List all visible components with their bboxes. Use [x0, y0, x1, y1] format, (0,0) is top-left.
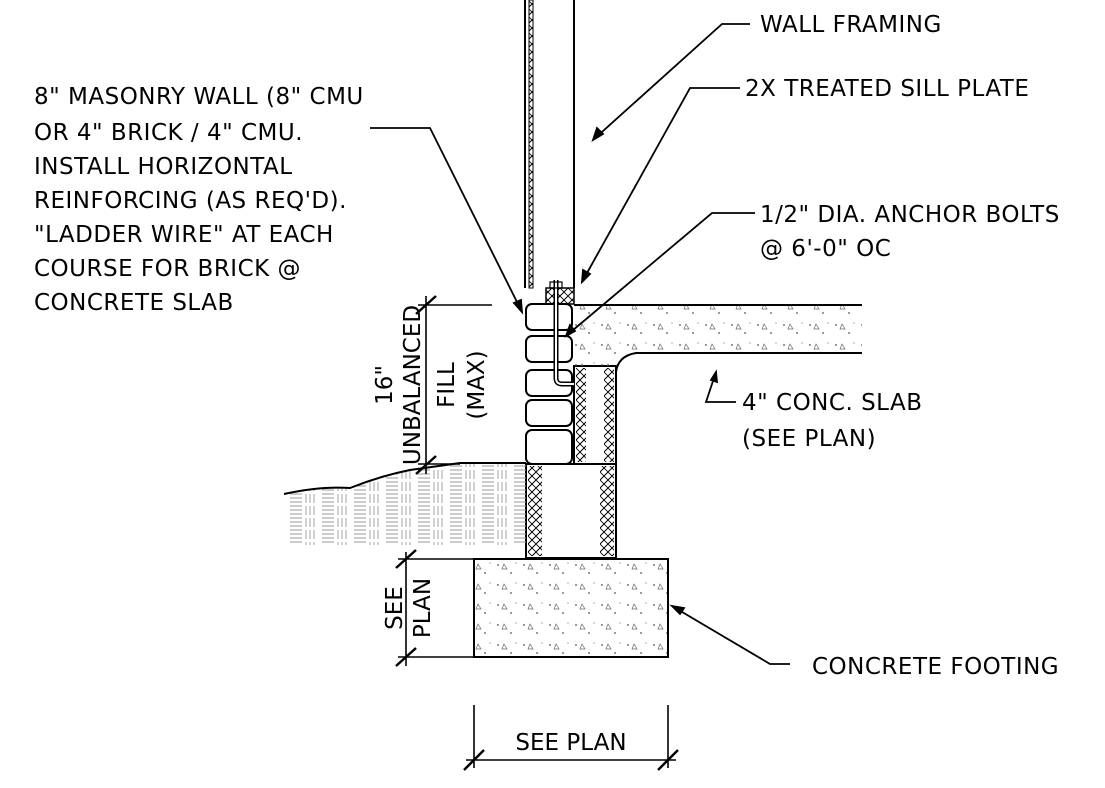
masonry-line-3: INSTALL HORIZONTAL	[34, 154, 293, 180]
slab-line-1: 4" CONC. SLAB	[742, 390, 923, 416]
slab-line-2: (SEE PLAN)	[742, 426, 876, 452]
sill-plate	[545, 287, 575, 305]
dim-depth-see: SEE	[382, 586, 408, 630]
wall-framing	[524, 0, 575, 289]
masonry-line-1: 8" MASONRY WALL (8" CMU	[34, 84, 364, 110]
masonry-line-4: REINFORCING (AS REQ'D).	[34, 188, 347, 214]
dim-footing-width: SEE PLAN	[515, 730, 626, 756]
dim-depth-plan: PLAN	[410, 578, 436, 638]
anchor-line-1: 1/2" DIA. ANCHOR BOLTS	[760, 202, 1060, 228]
dim-fill-fill: FILL	[434, 362, 460, 408]
label-masonry-wall: 8" MASONRY WALL (8" CMU OR 4" BRICK / 4"…	[34, 84, 364, 316]
concrete-slab	[574, 304, 862, 373]
label-sill-plate: 2X TREATED SILL PLATE	[745, 76, 1029, 102]
masonry-line-6: COURSE FOR BRICK @	[34, 256, 301, 282]
concrete-footing	[473, 558, 669, 658]
label-conc-slab: 4" CONC. SLAB (SEE PLAN)	[742, 390, 923, 452]
dimension-lines	[395, 295, 679, 771]
dim-fill-16: 16"	[372, 365, 398, 405]
dim-fill-unbalanced: UNBALANCED	[400, 305, 426, 465]
label-anchor-bolts: 1/2" DIA. ANCHOR BOLTS @ 6'-0" OC	[760, 202, 1060, 262]
dim-fill-fill-wrap: FILL	[434, 362, 460, 408]
grade-earth	[283, 462, 526, 545]
masonry-line-5: "LADDER WIRE" AT EACH	[34, 222, 334, 248]
masonry-line-2: OR 4" BRICK / 4" CMU.	[34, 120, 303, 146]
dim-fill-max-wrap: (MAX)	[464, 350, 490, 419]
label-wall-framing: WALL FRAMING	[760, 12, 942, 38]
dim-fill-text: 16"	[372, 365, 398, 405]
masonry-line-7: CONCRETE SLAB	[34, 290, 234, 316]
anchor-bolt	[549, 280, 574, 387]
dim-depth-see-wrap: SEE	[382, 586, 408, 630]
dim-fill-max: (MAX)	[464, 350, 490, 419]
label-concrete-footing: CONCRETE FOOTING	[812, 654, 1059, 680]
dim-fill-unbalanced-wrap: UNBALANCED	[400, 305, 426, 465]
leader-lines	[370, 23, 790, 665]
anchor-line-2: @ 6'-0" OC	[760, 236, 891, 262]
dim-depth-plan-wrap: PLAN	[410, 578, 436, 638]
